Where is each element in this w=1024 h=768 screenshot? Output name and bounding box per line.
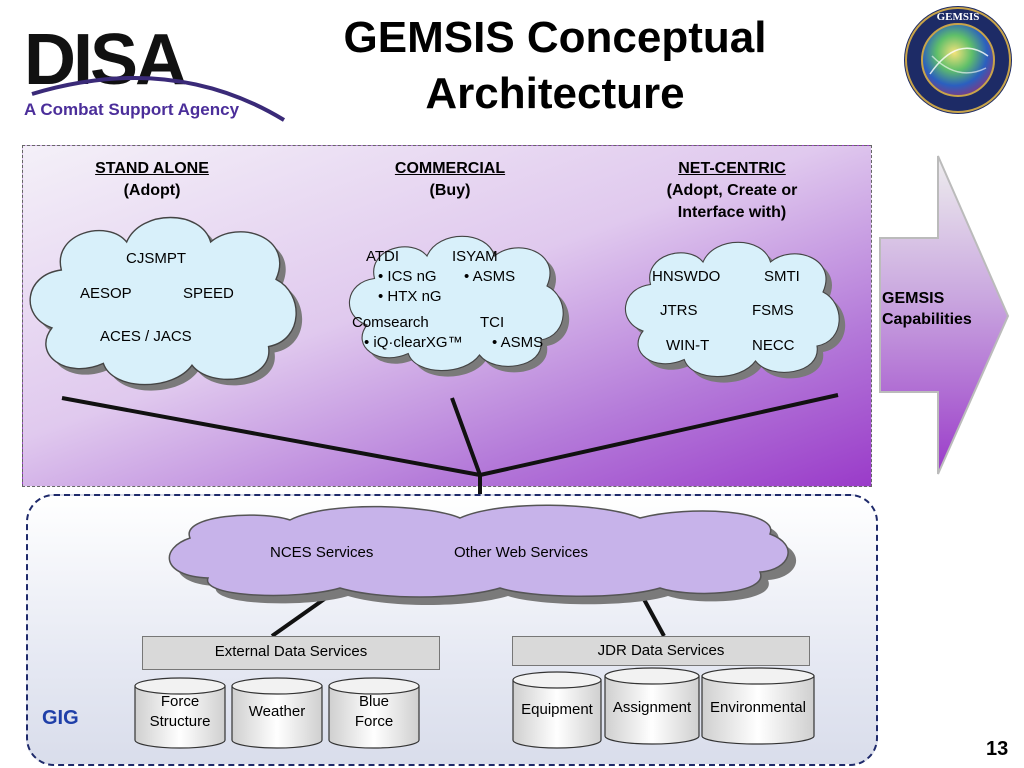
item-asms-2: • ASMS (492, 334, 544, 351)
title-line-2: Architecture (425, 69, 685, 118)
store-assignment (604, 667, 700, 745)
store-force-structure-line-1: Force (160, 693, 200, 710)
net-centric-title: NET-CENTRIC (678, 160, 786, 177)
store-environmental (701, 667, 815, 745)
gig-label: GIG (42, 707, 79, 729)
connector-net-centric (479, 393, 839, 477)
item-win-t: WIN-T (666, 337, 710, 354)
jdr-data-services-box: JDR Data Services (512, 636, 810, 666)
item-fsms: FSMS (752, 302, 794, 319)
slide-title: GEMSIS Conceptual Architecture (290, 10, 820, 122)
item-isyam: ISYAM (452, 248, 498, 265)
item-aesop: AESOP (80, 285, 132, 302)
store-force-structure-label: Force Structure (135, 692, 225, 732)
stand-alone-heading: STAND ALONE (Adopt) (62, 158, 242, 202)
other-web-services-label: Other Web Services (454, 544, 588, 561)
net-centric-subtitle-1: (Adopt, Create or (666, 182, 798, 199)
item-aces-jacs: ACES / JACS (100, 328, 192, 345)
capabilities-line-1: GEMSIS (882, 290, 945, 307)
item-ics-ng: • ICS nG (378, 268, 437, 285)
nces-services-label: NCES Services (270, 544, 374, 561)
net-centric-subtitle-2: Interface with) (677, 204, 787, 221)
store-equipment-label: Equipment (521, 701, 593, 718)
commercial-heading: COMMERCIAL (Buy) (360, 158, 540, 202)
title-line-1: GEMSIS Conceptual (343, 13, 767, 62)
store-weather (231, 677, 323, 749)
store-blue-force-line-1: Blue (358, 693, 390, 710)
item-cjsmpt: CJSMPT (126, 250, 186, 267)
store-force-structure-line-2: Structure (149, 713, 211, 730)
capabilities-line-2: Capabilities (882, 311, 972, 328)
store-assignment-label: Assignment (612, 699, 692, 716)
capabilities-arrow (879, 155, 1010, 475)
store-weather-label: Weather (248, 703, 306, 720)
connector-stand-alone (61, 396, 481, 477)
item-smti: SMTI (764, 268, 800, 285)
store-blue-force-label: Blue Force (329, 692, 419, 732)
stand-alone-title: STAND ALONE (95, 160, 209, 177)
item-necc: NECC (752, 337, 795, 354)
seal-top-text: GEMSIS (937, 11, 980, 23)
services-cloud (168, 504, 797, 605)
gemsis-seal-logo: GEMSIS (902, 4, 1014, 116)
stand-alone-subtitle: (Adopt) (123, 182, 181, 199)
item-speed: SPEED (183, 285, 234, 302)
disa-logo: DISA (22, 16, 290, 126)
store-equipment (512, 671, 602, 749)
page-number: 13 (986, 738, 1009, 760)
item-jtrs: JTRS (660, 302, 698, 319)
item-htx-ng: • HTX nG (378, 288, 442, 305)
commercial-title: COMMERCIAL (394, 160, 506, 177)
store-blue-force (328, 677, 420, 749)
external-data-services-box: External Data Services (142, 636, 440, 670)
store-blue-force-line-2: Force (354, 713, 394, 730)
item-iq-clearxg: • iQ·clearXG™ (364, 334, 463, 351)
disa-tagline: A Combat Support Agency (24, 100, 240, 119)
store-force-structure (134, 677, 226, 749)
disa-logo-swoosh (31, 76, 286, 122)
item-atdi: ATDI (366, 248, 400, 265)
commercial-subtitle: (Buy) (429, 182, 471, 199)
item-asms-1: • ASMS (464, 268, 516, 285)
store-environmental-label: Environmental (710, 699, 806, 716)
item-hnswdo: HNSWDO (652, 268, 721, 285)
item-tci: TCI (480, 314, 505, 331)
capabilities-label: GEMSIS Capabilities (882, 288, 972, 330)
item-comsearch: Comsearch (352, 314, 429, 331)
connector-commercial (450, 397, 482, 476)
net-centric-heading: NET-CENTRIC (Adopt, Create or Interface … (632, 158, 832, 224)
